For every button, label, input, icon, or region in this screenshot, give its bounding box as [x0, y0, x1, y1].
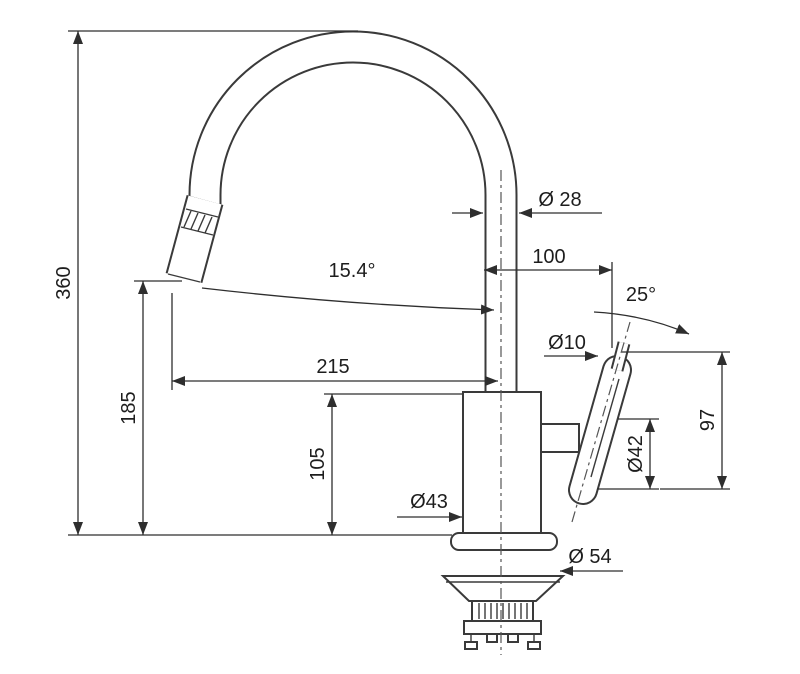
- dimension-labels: 360 185 215 105 15.4° Ø 28 100 25° Ø10 Ø…: [53, 189, 719, 568]
- dim-handle-tilt: 25°: [626, 284, 656, 306]
- hatch-line: [183, 210, 192, 228]
- handle-lever-edge-line: [590, 378, 620, 478]
- spout-tube-inner: [190, 32, 516, 402]
- bolt-foot: [464, 641, 478, 650]
- dim-total-height: 360: [53, 266, 75, 299]
- hatch-line: [197, 214, 206, 232]
- handle-lever-inner: [570, 357, 630, 503]
- bolt-foot: [527, 641, 541, 650]
- handle-axis-centerline: [571, 321, 631, 523]
- mounting-nut: [463, 620, 542, 635]
- spray-head-grip-hatch: [183, 210, 213, 234]
- dim-line-spray-angle: [201, 287, 495, 315]
- dim-spout-reach: 215: [316, 356, 349, 378]
- spray-head-joint-line: [185, 208, 219, 218]
- handle-mount: [540, 423, 580, 453]
- dim-outlet-height: 185: [118, 391, 140, 424]
- dim-handle-offset: 100: [532, 246, 565, 268]
- dim-stem-diameter: Ø10: [548, 332, 586, 354]
- dim-handle-diameter: Ø42: [625, 435, 647, 473]
- faucet-body: [462, 391, 542, 534]
- dim-line-handle-tilt: [593, 311, 690, 335]
- dim-body-diameter: Ø43: [410, 491, 448, 513]
- dimension-lines: [68, 30, 730, 576]
- faucet-outline: [165, 30, 632, 655]
- base-flange: [450, 532, 558, 551]
- thread-hatch: [478, 603, 528, 619]
- center-clip: [486, 633, 498, 643]
- escutcheon-plate: [440, 575, 566, 602]
- spray-head-grip-line: [180, 226, 214, 236]
- center-clip: [507, 633, 519, 643]
- dim-spray-angle: 15.4°: [329, 260, 376, 282]
- dim-spout-diameter: Ø 28: [538, 189, 581, 211]
- mounting-hardware: [464, 633, 541, 650]
- dim-handle-length: 97: [697, 409, 719, 431]
- dim-body-height: 105: [307, 447, 329, 480]
- spray-head-tip-line: [167, 273, 201, 283]
- dim-flange-diameter: Ø 54: [568, 546, 611, 568]
- hatch-line: [204, 216, 213, 234]
- hatch-line: [190, 212, 199, 230]
